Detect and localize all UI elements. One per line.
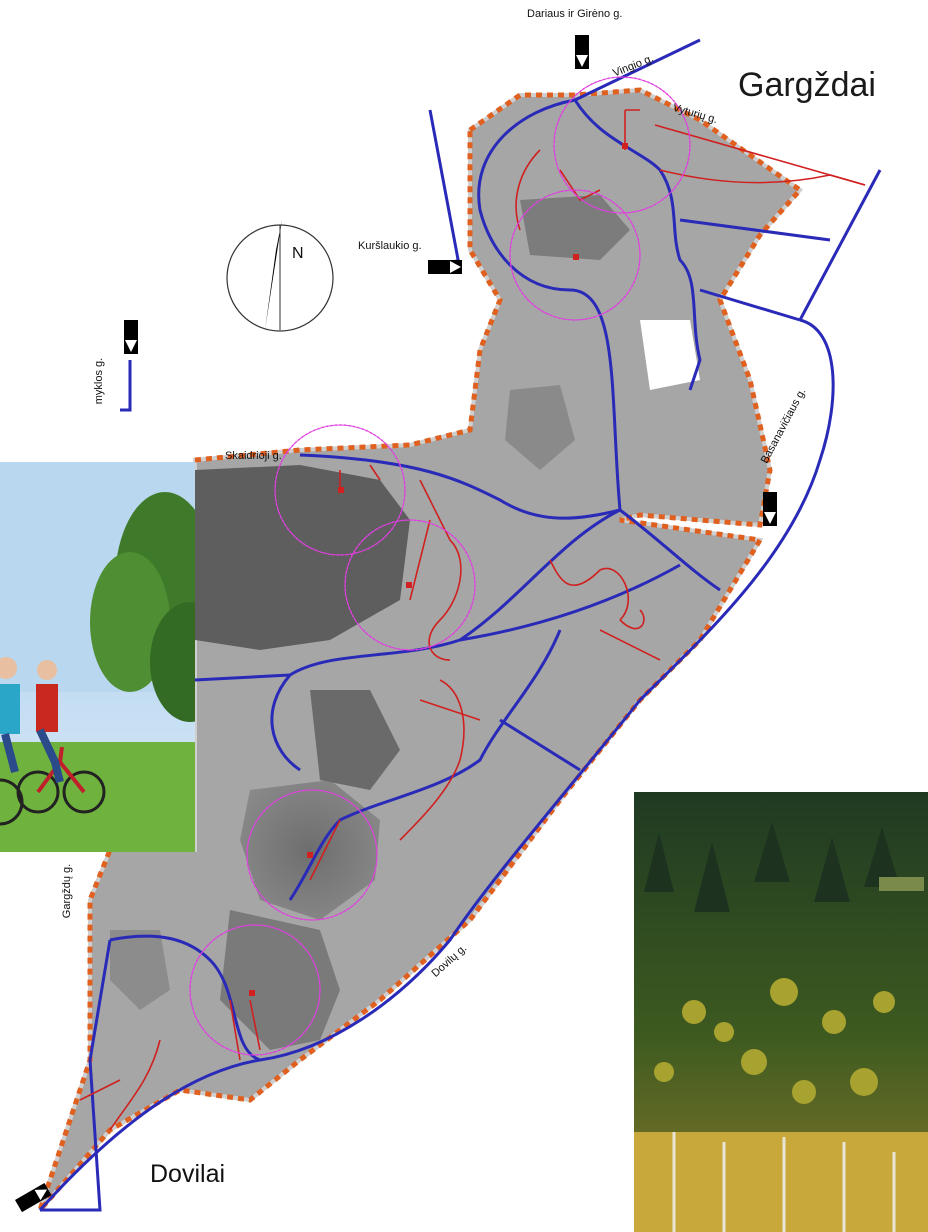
street-label-gargzdu: Gargždų g.	[61, 863, 74, 919]
town-label-gargzdai: Gargždai	[738, 66, 876, 104]
compass-label: N	[292, 245, 304, 262]
street-label-kurslaukio: Kuršlaukio g.	[358, 240, 422, 252]
gate-north	[575, 35, 589, 69]
cyclists-photo	[0, 462, 195, 852]
main-path-vertical	[120, 360, 132, 412]
main-paths	[38, 38, 882, 1212]
entrance-gates	[15, 35, 777, 1213]
town-label-dovilai: Dovilai	[150, 1160, 226, 1188]
view-circles-inner	[189, 76, 691, 1056]
gate-mokyklos	[124, 320, 138, 354]
forest-photo	[634, 792, 928, 1232]
street-label-mokyklos: myklos g.	[93, 357, 106, 405]
street-label-dariaus: Dariaus ir Girėno g.	[527, 8, 623, 20]
gate-southwest	[15, 1183, 52, 1213]
gate-kurslaukio	[428, 260, 462, 274]
secondary-paths	[79, 109, 866, 1131]
compass	[226, 220, 334, 332]
poi-markers	[249, 143, 628, 996]
gate-basanaviciaus	[763, 492, 777, 526]
street-label-skaidrioji: Skaidrioji g.	[225, 450, 282, 462]
park-boundary	[37, 87, 804, 1212]
